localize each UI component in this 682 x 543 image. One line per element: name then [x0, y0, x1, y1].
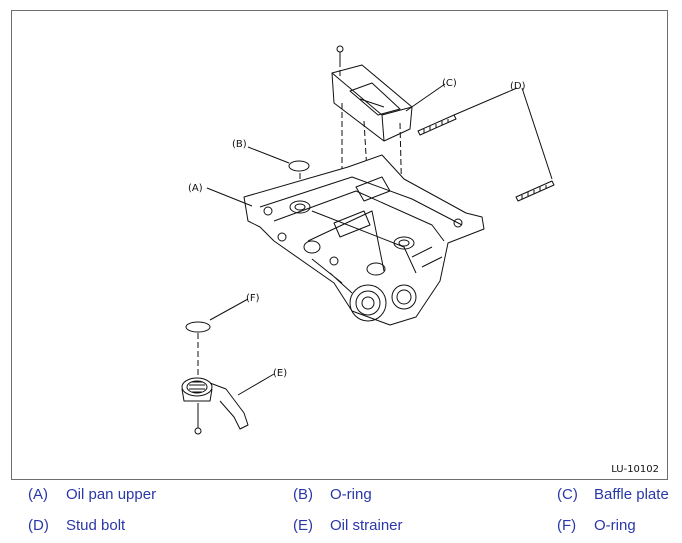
o-ring-f-part	[185, 321, 211, 333]
legend-code: (A)	[28, 486, 48, 503]
legend-code: (E)	[293, 517, 313, 534]
diagram-drawing: (C) (D) (B) (A) (F) (E)	[181, 45, 555, 435]
figure-id-label: LU-10102	[611, 464, 659, 475]
legend-row: (D) Stud bolt (E) Oil strainer (F) O-rin…	[0, 517, 682, 541]
stud-bolt-part	[417, 114, 555, 202]
callout-f: (F)	[246, 293, 260, 304]
legend-code: (D)	[28, 517, 49, 534]
legend-code: (C)	[557, 486, 578, 503]
legend-code: (B)	[293, 486, 313, 503]
legend-item-o-ring-f: (F) O-ring	[557, 517, 636, 534]
parts-legend: (A) Oil pan upper (B) O-ring (C) Baffle …	[0, 486, 682, 543]
oil-pan-upper-part	[243, 154, 485, 326]
callout-c: (C)	[442, 78, 457, 89]
legend-item-oil-strainer: (E) Oil strainer	[293, 517, 403, 534]
legend-row: (A) Oil pan upper (B) O-ring (C) Baffle …	[0, 486, 682, 510]
legend-item-baffle-plate: (C) Baffle plate	[557, 486, 669, 503]
baffle-bolt-part	[336, 45, 344, 61]
legend-name: O-ring	[330, 486, 372, 503]
callout-b: (B)	[232, 139, 247, 150]
leader-lines	[206, 83, 553, 396]
o-ring-b-part	[288, 160, 310, 172]
legend-item-oil-pan-upper: (A) Oil pan upper	[28, 486, 156, 503]
legend-name: O-ring	[594, 517, 636, 534]
legend-name: Oil strainer	[330, 517, 403, 534]
exploded-diagram: (C) (D) (B) (A) (F) (E) LU-10102	[11, 10, 668, 480]
oil-strainer-part	[181, 377, 249, 435]
legend-name: Oil pan upper	[66, 486, 157, 503]
legend-item-stud-bolt: (D) Stud bolt	[28, 517, 125, 534]
callout-d: (D)	[510, 81, 526, 92]
baffle-plate-part	[331, 64, 413, 142]
legend-name: Baffle plate	[594, 486, 669, 503]
callout-e: (E)	[273, 368, 287, 379]
callout-a: (A)	[188, 183, 203, 194]
legend-name: Stud bolt	[66, 517, 126, 534]
legend-code: (F)	[557, 517, 577, 534]
legend-item-o-ring-b: (B) O-ring	[293, 486, 372, 503]
